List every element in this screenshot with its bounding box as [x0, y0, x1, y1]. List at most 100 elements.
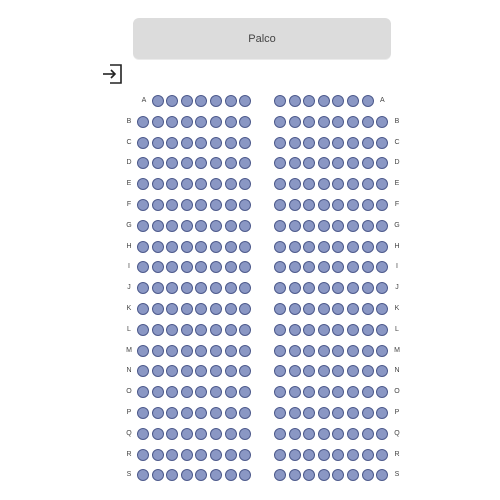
seat-e-left-7[interactable]: [224, 178, 237, 191]
seat-g-left-1[interactable]: [137, 219, 149, 232]
seat-j-left-2[interactable]: [151, 282, 164, 295]
seat-q-left-3[interactable]: [166, 427, 179, 440]
seat-q-left-1[interactable]: [137, 427, 149, 440]
seat-n-left-6[interactable]: [210, 365, 222, 378]
seat-n-left-5[interactable]: [195, 365, 208, 378]
seat-n-left-3[interactable]: [166, 365, 179, 378]
seat-s-right-7[interactable]: [361, 469, 374, 482]
seat-h-left-6[interactable]: [210, 240, 222, 253]
seat-j-right-6[interactable]: [347, 282, 359, 295]
seat-r-right-1[interactable]: [274, 448, 286, 461]
seat-b-right-5[interactable]: [332, 115, 345, 128]
seat-e-right-1[interactable]: [274, 178, 286, 191]
seat-k-left-2[interactable]: [151, 303, 164, 315]
seat-s-right-5[interactable]: [332, 469, 345, 482]
seat-b-left-3[interactable]: [166, 115, 179, 128]
seat-f-right-1[interactable]: [274, 199, 286, 211]
seat-m-left-8[interactable]: [239, 344, 252, 357]
seat-q-right-1[interactable]: [274, 427, 286, 440]
seat-n-right-8[interactable]: [376, 365, 389, 378]
seat-d-right-7[interactable]: [361, 157, 374, 170]
seat-k-left-8[interactable]: [239, 303, 252, 315]
seat-g-right-7[interactable]: [361, 219, 374, 232]
seat-a-right-1[interactable]: [274, 95, 286, 107]
seat-f-right-4[interactable]: [317, 199, 330, 211]
seat-i-left-5[interactable]: [195, 261, 208, 274]
seat-c-left-5[interactable]: [195, 136, 208, 149]
seat-b-right-8[interactable]: [376, 115, 389, 128]
seat-f-left-2[interactable]: [151, 199, 164, 211]
seat-s-left-1[interactable]: [137, 469, 149, 482]
seat-b-left-5[interactable]: [195, 115, 208, 128]
seat-c-left-3[interactable]: [166, 136, 179, 149]
seat-k-left-4[interactable]: [180, 303, 193, 315]
seat-c-left-1[interactable]: [137, 136, 149, 149]
seat-m-right-1[interactable]: [274, 344, 286, 357]
seat-i-right-2[interactable]: [288, 261, 301, 274]
seat-o-right-7[interactable]: [361, 386, 374, 399]
seat-h-right-6[interactable]: [347, 240, 359, 253]
seat-k-left-6[interactable]: [210, 303, 222, 315]
seat-m-right-2[interactable]: [288, 344, 301, 357]
seat-e-right-8[interactable]: [376, 178, 389, 191]
seat-l-right-2[interactable]: [288, 323, 301, 336]
seat-g-left-4[interactable]: [180, 219, 193, 232]
seat-r-left-7[interactable]: [224, 448, 237, 461]
seat-f-left-3[interactable]: [166, 199, 179, 211]
seat-d-left-4[interactable]: [180, 157, 193, 170]
seat-r-right-2[interactable]: [288, 448, 301, 461]
seat-b-left-2[interactable]: [151, 115, 164, 128]
seat-r-right-7[interactable]: [361, 448, 374, 461]
seat-h-right-4[interactable]: [317, 240, 330, 253]
seat-j-left-5[interactable]: [195, 282, 208, 295]
seat-p-right-7[interactable]: [361, 407, 374, 419]
seat-k-right-3[interactable]: [303, 303, 316, 315]
seat-m-right-7[interactable]: [361, 344, 374, 357]
seat-e-left-3[interactable]: [166, 178, 179, 191]
seat-c-left-2[interactable]: [151, 136, 164, 149]
seat-e-left-5[interactable]: [195, 178, 208, 191]
seat-s-right-2[interactable]: [288, 469, 301, 482]
seat-q-right-4[interactable]: [317, 427, 330, 440]
seat-p-left-7[interactable]: [224, 407, 237, 419]
seat-n-right-3[interactable]: [303, 365, 316, 378]
seat-j-right-7[interactable]: [361, 282, 374, 295]
seat-p-right-2[interactable]: [288, 407, 301, 419]
seat-b-right-7[interactable]: [361, 115, 374, 128]
seat-o-left-6[interactable]: [210, 386, 222, 399]
seat-j-left-7[interactable]: [224, 282, 237, 295]
seat-a-left-2[interactable]: [166, 95, 179, 107]
seat-d-left-2[interactable]: [151, 157, 164, 170]
seat-k-left-7[interactable]: [224, 303, 237, 315]
seat-c-right-2[interactable]: [288, 136, 301, 149]
seat-r-right-6[interactable]: [347, 448, 359, 461]
seat-q-right-3[interactable]: [303, 427, 316, 440]
seat-f-right-7[interactable]: [361, 199, 374, 211]
seat-k-right-7[interactable]: [361, 303, 374, 315]
seat-n-right-6[interactable]: [347, 365, 359, 378]
seat-l-left-8[interactable]: [239, 323, 252, 336]
seat-p-left-3[interactable]: [166, 407, 179, 419]
seat-r-left-2[interactable]: [151, 448, 164, 461]
seat-c-left-6[interactable]: [210, 136, 222, 149]
seat-p-left-4[interactable]: [180, 407, 193, 419]
seat-c-right-6[interactable]: [347, 136, 359, 149]
seat-e-left-2[interactable]: [151, 178, 164, 191]
seat-k-right-2[interactable]: [288, 303, 301, 315]
seat-r-right-5[interactable]: [332, 448, 345, 461]
seat-o-left-2[interactable]: [151, 386, 164, 399]
seat-a-left-4[interactable]: [195, 95, 208, 107]
seat-r-left-5[interactable]: [195, 448, 208, 461]
seat-q-left-5[interactable]: [195, 427, 208, 440]
seat-e-right-7[interactable]: [361, 178, 374, 191]
seat-c-left-8[interactable]: [239, 136, 252, 149]
seat-k-right-1[interactable]: [274, 303, 286, 315]
seat-r-right-3[interactable]: [303, 448, 316, 461]
seat-m-right-4[interactable]: [317, 344, 330, 357]
seat-e-left-1[interactable]: [137, 178, 149, 191]
seat-r-left-4[interactable]: [180, 448, 193, 461]
seat-q-left-4[interactable]: [180, 427, 193, 440]
seat-r-left-6[interactable]: [210, 448, 222, 461]
seat-s-right-8[interactable]: [376, 469, 389, 482]
seat-r-right-4[interactable]: [317, 448, 330, 461]
